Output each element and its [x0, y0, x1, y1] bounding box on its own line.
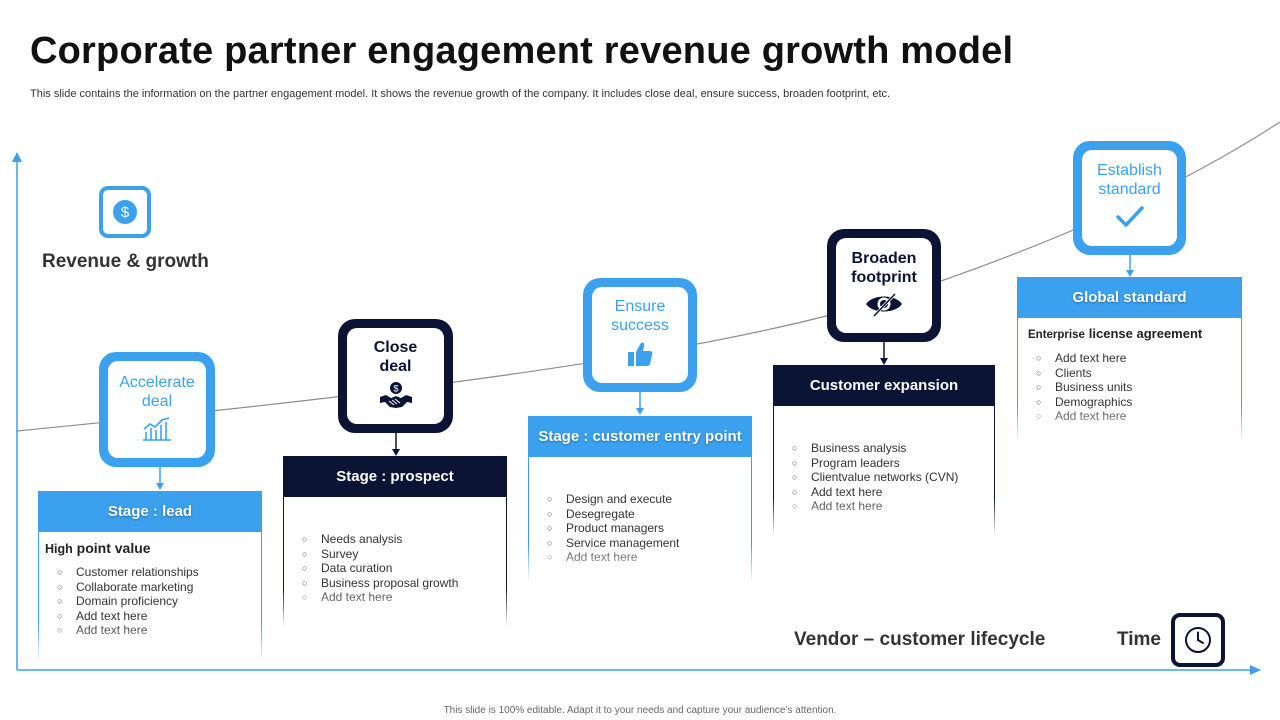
list-item: Business analysis — [792, 441, 994, 456]
stage-global-standard-header: Global standard — [1017, 277, 1242, 318]
stage-customer-expansion-header: Customer expansion — [773, 365, 995, 406]
slide-subtitle: This slide contains the information on t… — [30, 88, 891, 100]
stage-lead-header: Stage : lead — [38, 491, 262, 532]
slide-footer: This slide is 100% editable. Adapt it to… — [443, 705, 837, 716]
handshake-icon: $ — [379, 381, 413, 414]
eye-icon — [865, 292, 903, 323]
list-item: Clients — [1036, 366, 1241, 381]
list-item: Domain proficiency — [57, 594, 261, 609]
stage-global-standard-items: Add text here Clients Business units Dem… — [1018, 351, 1241, 424]
list-item: Customer relationships — [57, 565, 261, 580]
list-item: Design and execute — [547, 492, 751, 507]
connector-arrow — [1126, 255, 1134, 277]
list-item: Add text here — [1036, 351, 1241, 366]
revenue-growth-label: Revenue & growth — [42, 251, 209, 272]
list-item: Data curation — [302, 561, 506, 576]
bar-chart-icon — [141, 416, 173, 447]
list-item: Add text here — [1036, 409, 1241, 424]
list-item: Add text here — [302, 590, 506, 605]
list-item: Product managers — [547, 521, 751, 536]
list-item: Add text here — [547, 550, 751, 565]
stage-lead-card: Stage : lead High point value Customer r… — [38, 491, 262, 662]
list-item: Collaborate marketing — [57, 580, 261, 595]
list-item: Service management — [547, 536, 751, 551]
lifecycle-label: Vendor – customer lifecycle — [794, 629, 1046, 650]
stage-customer-entry-items: Design and execute Desegregate Product m… — [529, 457, 751, 565]
x-axis-arrowhead — [1250, 665, 1261, 675]
list-item: Add text here — [57, 623, 261, 638]
connector-arrow — [880, 342, 888, 365]
connector-arrow — [636, 392, 644, 415]
list-item: Program leaders — [792, 456, 994, 471]
revenue-dollar-icon: $ — [99, 186, 151, 238]
list-item: Add text here — [792, 485, 994, 500]
list-item: Demographics — [1036, 395, 1241, 410]
stage-lead-items: Customer relationships Collaborate marke… — [39, 565, 261, 638]
list-item: Desegregate — [547, 507, 751, 522]
list-item: Needs analysis — [302, 532, 506, 547]
time-label: Time — [1117, 629, 1162, 650]
stage-lead-subheading: High point value — [45, 540, 151, 556]
connector-arrow — [156, 467, 164, 490]
stage-customer-entry-card: Stage : customer entry point Design and … — [528, 416, 752, 582]
stage-prospect-header: Stage : prospect — [283, 456, 507, 497]
list-item: Survey — [302, 547, 506, 562]
checkmark-icon — [1115, 204, 1145, 235]
stage-prospect-items: Needs analysis Survey Data curation Busi… — [284, 497, 506, 605]
stage-customer-expansion-card: Customer expansion Business analysis Pro… — [773, 365, 995, 536]
slide-title: Corporate partner engagement revenue gro… — [30, 30, 1014, 72]
svg-text:$: $ — [393, 384, 398, 394]
list-item: Business proposal growth — [302, 576, 506, 591]
thumbs-up-icon — [626, 340, 654, 373]
stage-customer-entry-header: Stage : customer entry point — [528, 416, 752, 457]
list-item: Add text here — [792, 499, 994, 514]
clock-icon — [1171, 613, 1225, 667]
list-item: Add text here — [57, 609, 261, 624]
stage-global-standard-subheading: Enterprise license agreement — [1028, 326, 1203, 341]
y-axis-arrowhead — [12, 152, 22, 162]
list-item: Business units — [1036, 380, 1241, 395]
stage-prospect-card: Stage : prospect Needs analysis Survey D… — [283, 456, 507, 627]
svg-text:$: $ — [121, 204, 130, 221]
connector-arrow — [392, 433, 400, 456]
list-item: Clientvalue networks (CVN) — [792, 470, 994, 485]
stage-customer-expansion-items: Business analysis Program leaders Client… — [774, 406, 994, 514]
stage-global-standard-card: Global standard Enterprise license agree… — [1017, 277, 1242, 443]
